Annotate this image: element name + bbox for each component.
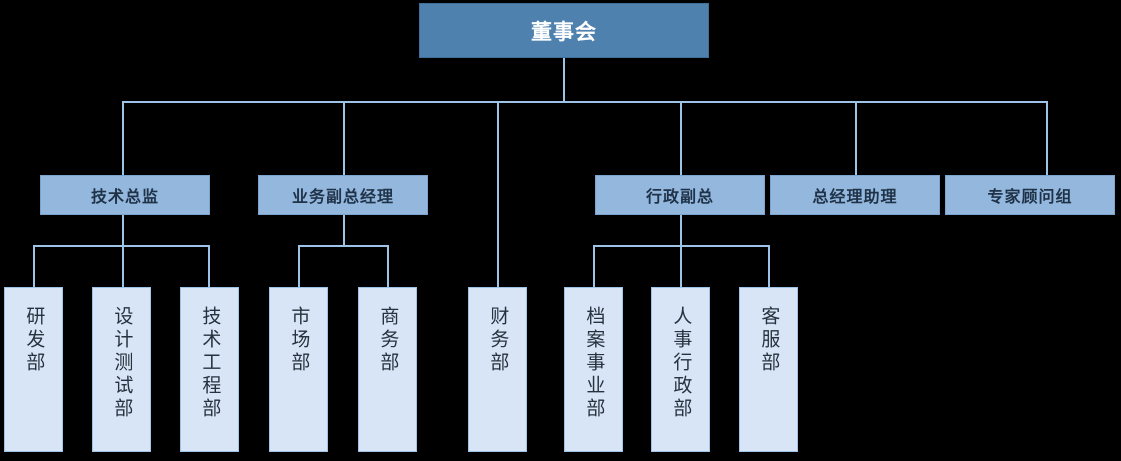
connector-drop-finance-dept xyxy=(497,101,499,287)
connector-drop-business-vp xyxy=(343,101,345,175)
connector-drop-archive-dept xyxy=(593,245,595,287)
connector-drop-commerce-dept xyxy=(387,245,389,287)
connector-business-vp-bus xyxy=(298,245,389,247)
org-node-admin-vp[interactable]: 行政副总 xyxy=(595,175,765,215)
connector-drop-design-test-dept xyxy=(122,245,124,287)
org-node-tech-eng-dept-label: 技术工程部 xyxy=(199,306,221,421)
connector-drop-gm-assistant xyxy=(855,101,857,175)
connector-admin-vp-stem xyxy=(680,215,682,247)
connector-drop-expert-group xyxy=(1046,101,1048,175)
connector-drop-tech-eng-dept xyxy=(208,245,210,287)
connector-drop-customer-service-dept xyxy=(768,245,770,287)
org-node-design-test-dept-label: 设计测试部 xyxy=(111,306,133,421)
org-node-rnd-dept[interactable]: 研发部 xyxy=(4,287,63,452)
org-node-finance-dept-label: 财务部 xyxy=(487,306,509,375)
connector-main-bus xyxy=(122,101,1047,103)
org-node-marketing-dept[interactable]: 市场部 xyxy=(269,287,328,452)
org-node-tech-director[interactable]: 技术总监 xyxy=(40,175,210,215)
connector-business-vp-stem xyxy=(343,215,345,247)
org-node-rnd-dept-label: 研发部 xyxy=(23,306,45,375)
connector-drop-hr-admin-dept xyxy=(680,245,682,287)
connector-drop-rnd-dept xyxy=(33,245,35,287)
org-node-archive-dept[interactable]: 档案事业部 xyxy=(564,287,623,452)
org-node-root[interactable]: 董事会 xyxy=(419,3,709,58)
org-node-customer-service-dept-label: 客服部 xyxy=(758,306,780,375)
org-node-finance-dept[interactable]: 财务部 xyxy=(468,287,527,452)
org-node-hr-admin-dept[interactable]: 人事行政部 xyxy=(651,287,710,452)
connector-tech-director-stem xyxy=(122,215,124,247)
connector-drop-tech-director xyxy=(122,101,124,175)
org-node-expert-group[interactable]: 专家顾问组 xyxy=(945,175,1115,215)
org-node-hr-admin-dept-label: 人事行政部 xyxy=(670,306,692,421)
org-node-commerce-dept-label: 商务部 xyxy=(377,306,399,375)
connector-drop-admin-vp xyxy=(680,101,682,175)
connector-tech-director-bus xyxy=(33,245,210,247)
connector-drop-marketing-dept xyxy=(298,245,300,287)
org-node-gm-assistant[interactable]: 总经理助理 xyxy=(770,175,940,215)
org-node-customer-service-dept[interactable]: 客服部 xyxy=(739,287,798,452)
org-node-commerce-dept[interactable]: 商务部 xyxy=(358,287,417,452)
org-node-marketing-dept-label: 市场部 xyxy=(288,306,310,375)
org-node-archive-dept-label: 档案事业部 xyxy=(583,306,605,421)
connector-root-stem xyxy=(563,58,565,101)
org-node-business-vp[interactable]: 业务副总经理 xyxy=(258,175,428,215)
org-node-design-test-dept[interactable]: 设计测试部 xyxy=(92,287,151,452)
org-node-tech-eng-dept[interactable]: 技术工程部 xyxy=(180,287,239,452)
